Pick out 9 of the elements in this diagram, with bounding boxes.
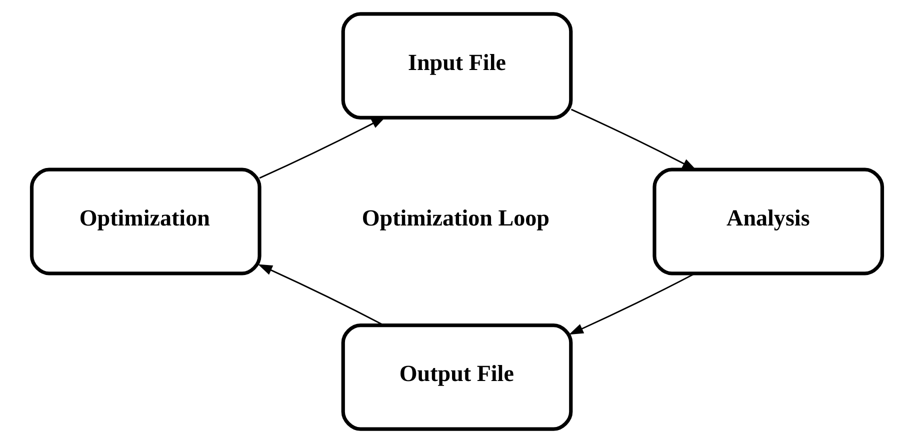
node-box: Input File <box>341 12 573 120</box>
node-box: Analysis <box>652 168 884 276</box>
arrow <box>570 108 697 170</box>
node-box: Output File <box>341 323 573 431</box>
arrow <box>259 116 386 179</box>
arrow <box>568 272 696 335</box>
label: Optimization Loop <box>362 204 550 231</box>
arrow <box>258 264 384 326</box>
node-box: Optimization <box>30 168 262 276</box>
